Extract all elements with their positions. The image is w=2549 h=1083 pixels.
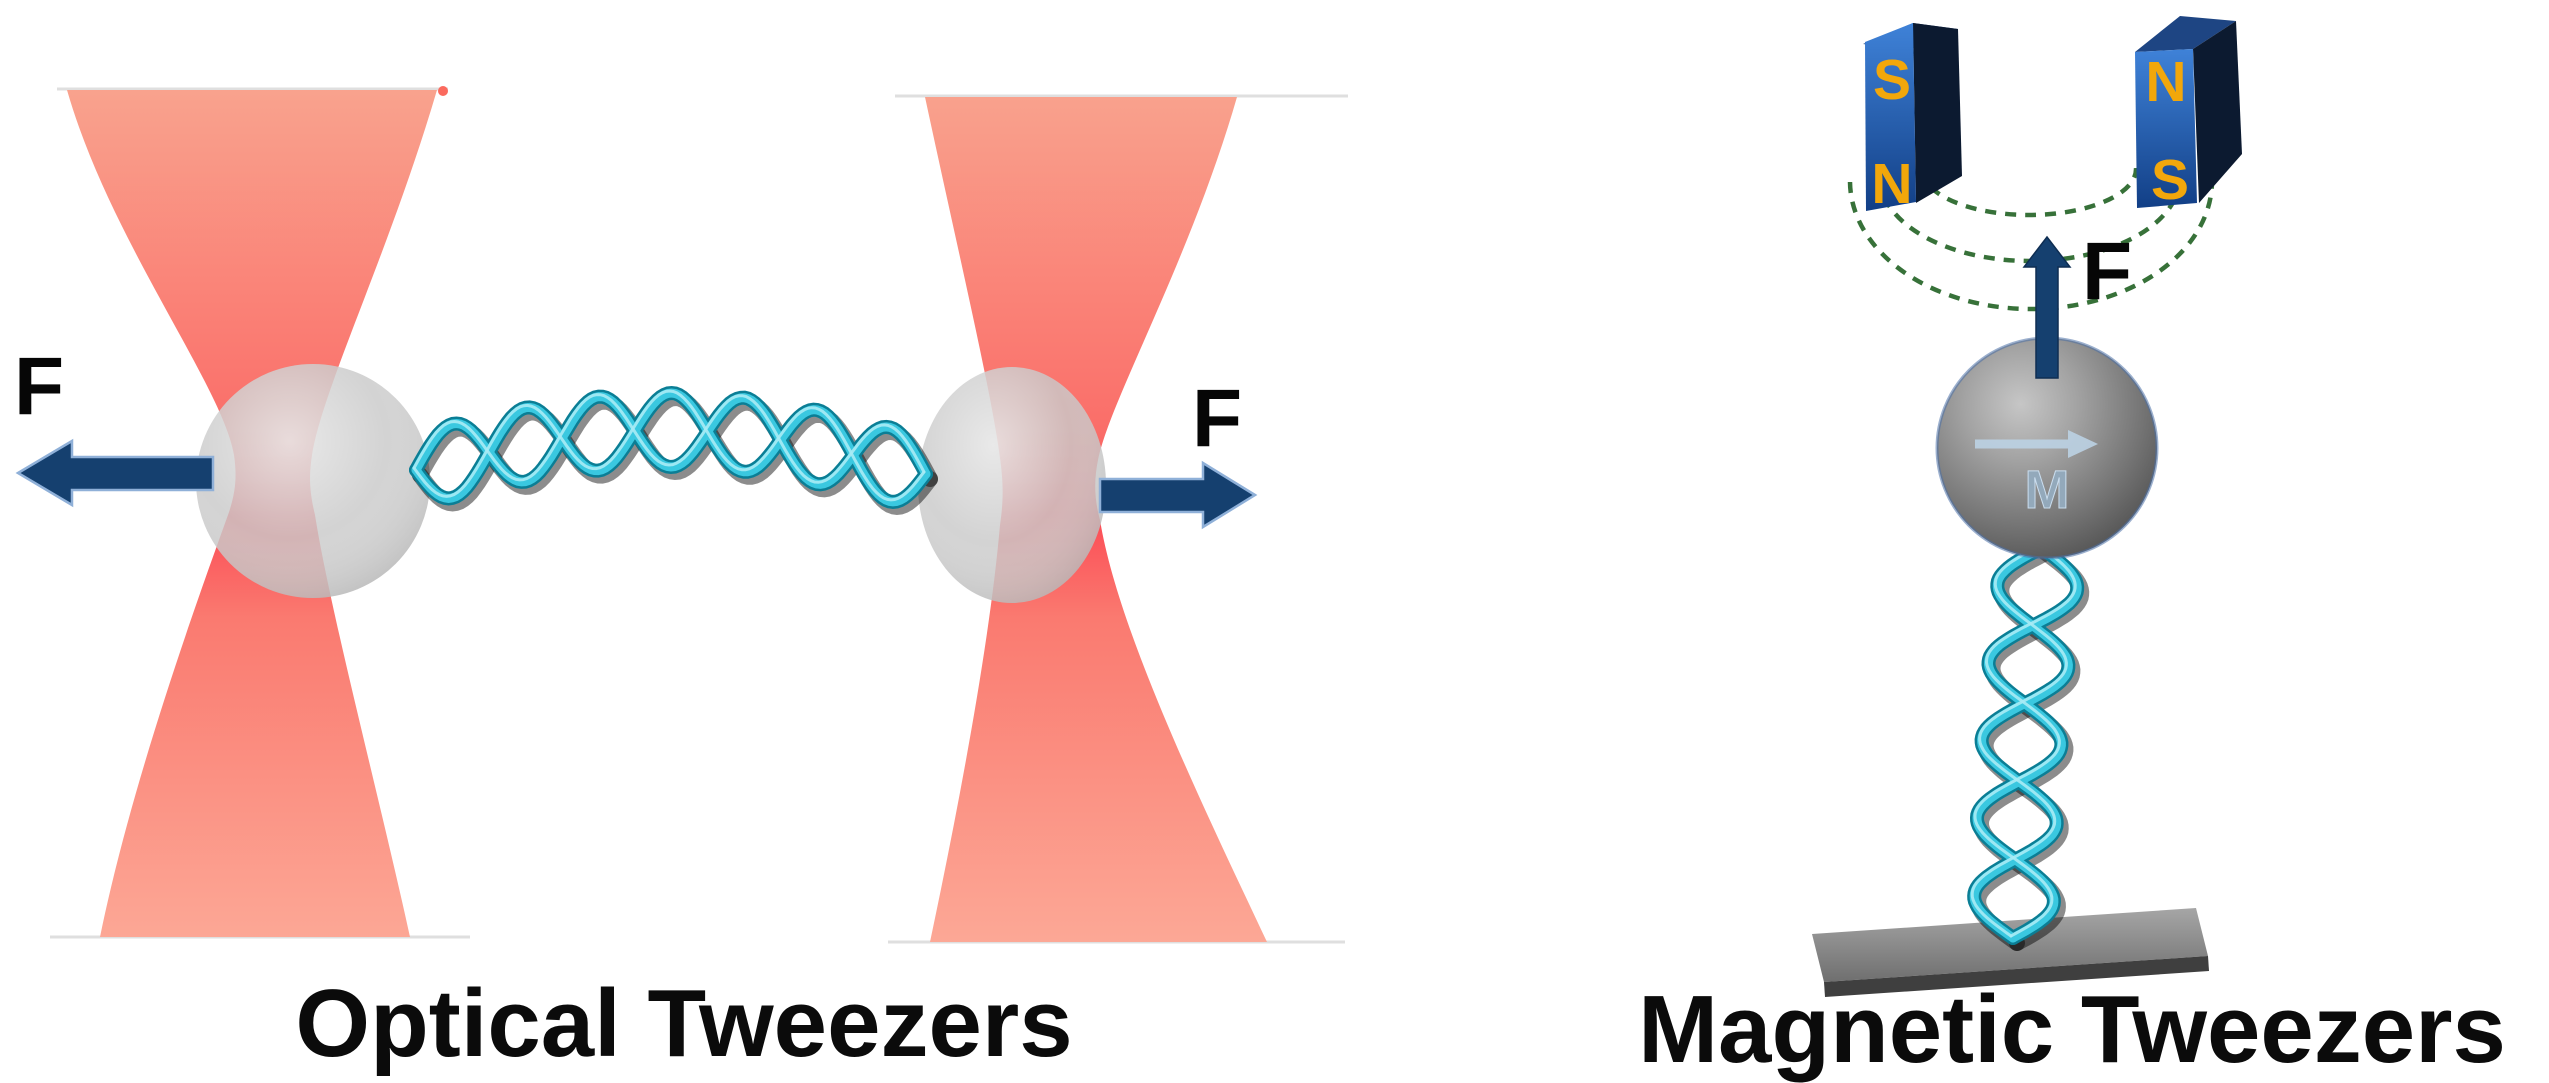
platform-top-face bbox=[1812, 908, 2208, 982]
dna-tether-vertical bbox=[1967, 541, 2090, 951]
magnet-right-top-face bbox=[2135, 16, 2236, 52]
magnet-left-pole-top: S bbox=[1873, 48, 1911, 112]
magnet-right-side-face bbox=[2193, 21, 2242, 203]
platform-front-face bbox=[1824, 956, 2209, 997]
magnetic-bead: M bbox=[1935, 336, 2159, 560]
magnetization-arrow-icon bbox=[1975, 430, 2098, 458]
magnet-right-front-face bbox=[2135, 49, 2197, 208]
laser-speckle-dot bbox=[438, 86, 448, 96]
magnet-right-pole-bottom: S bbox=[2151, 148, 2189, 212]
optical-title: Optical Tweezers bbox=[295, 970, 1072, 1077]
bead-shading bbox=[918, 367, 1106, 603]
magnet-right: N S bbox=[2135, 16, 2242, 212]
dna-strand bbox=[412, 393, 926, 484]
magnetic-title: Magnetic Tweezers bbox=[1638, 976, 2506, 1083]
trapped-bead-left bbox=[196, 364, 430, 598]
force-label-right: F bbox=[1192, 373, 1242, 464]
dna-strand bbox=[412, 389, 926, 502]
magnet-left-side-face bbox=[1913, 23, 1962, 203]
magnetization-label: M bbox=[2025, 460, 2070, 520]
dna-strand bbox=[1973, 544, 2077, 938]
sample-platform bbox=[1812, 908, 2209, 997]
force-arrow-left bbox=[15, 438, 215, 508]
magnet-left: S N bbox=[1863, 23, 1962, 216]
force-label-left: F bbox=[14, 341, 64, 432]
force-arrow-up bbox=[2022, 235, 2072, 379]
bead-shading bbox=[196, 364, 430, 598]
trapped-bead-right bbox=[918, 367, 1106, 603]
magnet-left-front-face bbox=[1865, 23, 1916, 211]
magnet-left-pole-bottom: N bbox=[1871, 152, 1912, 216]
dna-strand bbox=[1970, 544, 2068, 938]
field-line-outer bbox=[1847, 179, 2215, 312]
magnet-right-pole-top: N bbox=[2145, 50, 2186, 114]
force-label-magnetic: F bbox=[2082, 226, 2132, 317]
dna-tether-horizontal bbox=[409, 385, 938, 515]
force-arrow-right bbox=[1098, 460, 1258, 530]
